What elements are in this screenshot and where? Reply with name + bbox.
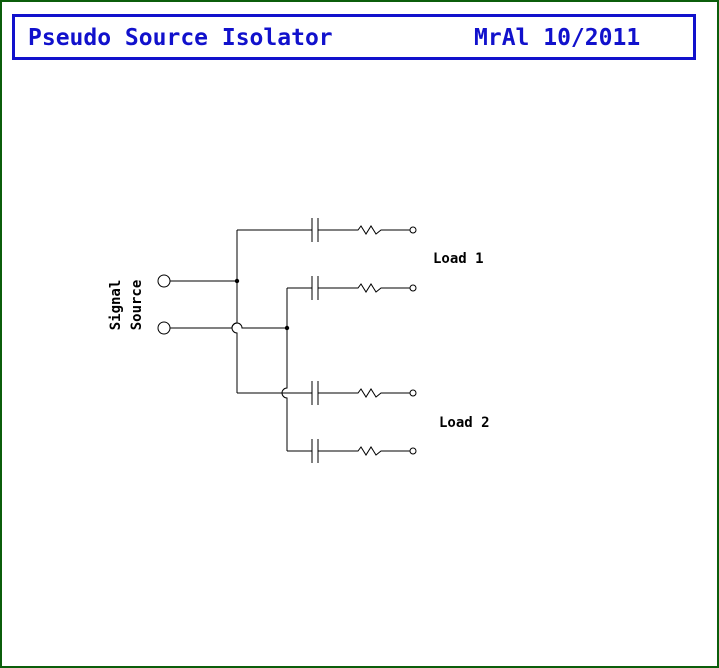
bus-b [281, 288, 288, 451]
title-box: Pseudo Source Isolator MrAl 10/2011 [12, 14, 696, 60]
diagram-title: Pseudo Source Isolator [28, 25, 333, 51]
resistor1 [318, 225, 410, 235]
resistor2 [318, 283, 410, 293]
source-label-line1: Signal [108, 280, 124, 331]
author-date: MrAl 10/2011 [474, 25, 641, 51]
source-terminal-top [157, 274, 171, 288]
resistor3 [318, 388, 410, 398]
output-terminal-4 [409, 447, 417, 455]
load1-label: Load 1 [433, 251, 484, 267]
junction-node-a [234, 278, 240, 284]
output-terminal-2 [409, 284, 417, 292]
junction-node-b [284, 325, 290, 331]
output-terminal-3 [409, 389, 417, 397]
resistor4 [318, 446, 410, 456]
source-terminal-bottom [157, 321, 171, 335]
bus-a [231, 230, 238, 393]
output-terminal-1 [409, 226, 417, 234]
wire-source-bottom [170, 322, 287, 329]
load2-label: Load 2 [439, 415, 490, 431]
source-label-line2: Source [129, 280, 145, 331]
